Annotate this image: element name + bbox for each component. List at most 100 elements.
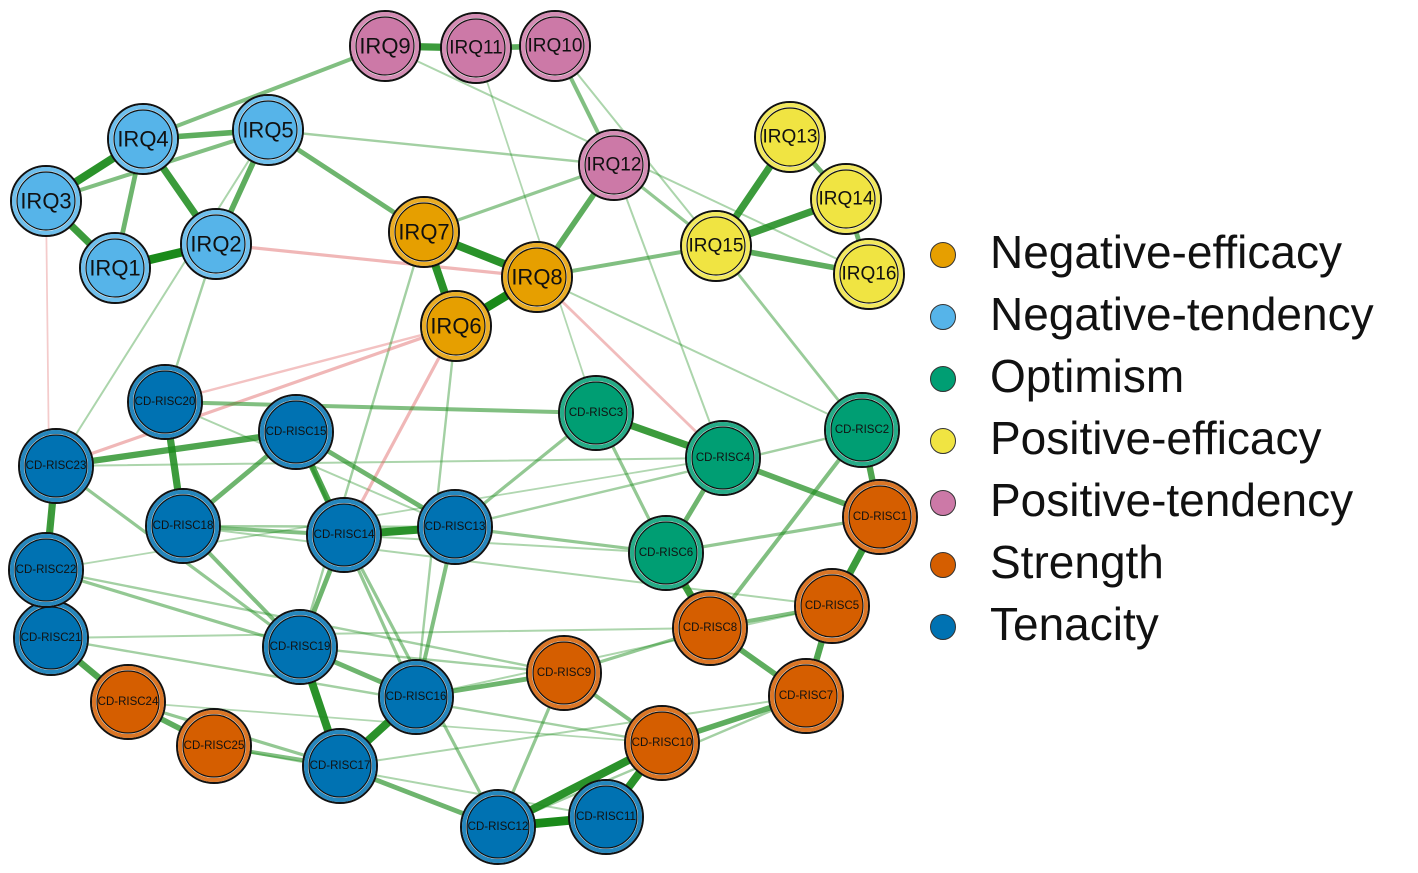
node-pie [674,592,746,664]
node-pie [182,210,250,278]
edge-IRQ6-CDR14 [342,324,458,537]
legend-label: Negative-tendency [990,288,1374,340]
node-cdr13: CD-RISC13 [417,489,493,565]
node-irq6: IRQ6 [420,290,492,362]
node-label: CD-RISC21 [21,632,82,644]
node-pie [687,422,759,494]
node-fill [394,202,454,262]
edge-CDR14-CDR6 [343,534,667,554]
node-fill [308,734,372,798]
node-irq4: IRQ4 [107,103,179,175]
node-fill [634,521,698,585]
node-label: CD-RISC17 [310,760,371,772]
node-irq8: IRQ8 [501,241,573,313]
node-pie [81,234,149,302]
node-fill [525,16,585,76]
node-fill [133,370,197,434]
legend-label: Optimism [990,350,1185,402]
legend-item-negative-efficacy: Negative-efficacy [930,224,1418,286]
node-label: IRQ10 [528,36,583,57]
node-pie [570,781,642,853]
node-cdr14: CD-RISC14 [306,497,382,573]
node-pie [580,131,648,199]
node-fill [630,711,694,775]
node-pie [351,12,419,80]
edge-CDR21-CDR10 [49,636,664,745]
edge-IRQ8-CDR4 [535,275,725,460]
edge-CDR16-CDR5 [415,605,833,698]
node-label: IRQ7 [398,220,449,245]
legend-item-negative-tendency: Negative-tendency [930,286,1418,348]
node-pie [109,105,177,173]
node-label: IRQ8 [511,265,562,290]
node-label: CD-RISC2 [835,424,889,436]
node-pie [264,611,336,683]
node-label: CD-RISC4 [696,452,751,464]
node-cdr25: CD-RISC25 [176,708,252,784]
node-fill [774,664,838,728]
node-label: CD-RISC9 [537,667,591,679]
edge-IRQ2-IRQ8 [214,242,539,279]
node-irq3: IRQ3 [10,165,82,237]
node-label: IRQ13 [763,127,818,148]
edge-CDR20-CDR3 [163,400,598,415]
node-fill [355,16,415,76]
node-label: CD-RISC8 [683,622,737,634]
node-label: CD-RISC19 [270,641,331,653]
node-irq1: IRQ1 [79,232,151,304]
node-irq15: IRQ15 [680,210,752,282]
node-cdr11: CD-RISC11 [568,779,644,855]
node-fill [691,426,755,490]
node-pie [826,394,898,466]
node-fill [113,109,173,169]
edge-CDR19-CDR9 [298,645,566,675]
node-fill [466,795,530,859]
node-label: CD-RISC3 [569,407,623,419]
node-label: CD-RISC20 [135,396,196,408]
node-label: CD-RISC13 [425,521,486,533]
node-pie [796,570,868,642]
node-pie [12,167,80,235]
node-irq12: IRQ12 [578,129,650,201]
node-fill [182,714,246,778]
edge-IRQ12-CDR4 [613,164,724,459]
node-label: CD-RISC10 [632,737,693,749]
node-label: CD-RISC24 [98,696,159,708]
legend-swatch [930,428,956,454]
legend-swatch [930,490,956,516]
node-cdr6: CD-RISC6 [628,515,704,591]
node-pie [234,96,302,164]
node-label: CD-RISC12 [468,821,529,833]
edge-IRQ9-IRQ4 [141,44,387,141]
node-pie [812,165,880,233]
edge-IRQ6-CDR23 [54,324,458,468]
legend-swatch [930,366,956,392]
node-cdr15: CD-RISC15 [258,394,334,470]
edge-CDR21-CDR8 [50,627,711,639]
node-cdr24: CD-RISC24 [90,664,166,740]
legend-item-tenacity: Tenacity [930,596,1418,658]
node-cdr12: CD-RISC12 [460,789,536,865]
node-irq9: IRQ9 [349,10,421,82]
legend-label: Strength [990,536,1164,588]
node-label: IRQ14 [819,189,874,210]
node-pie [560,377,632,449]
node-fill [816,169,876,229]
edge-IRQ5-CDR23 [55,129,269,467]
node-fill [848,485,912,549]
node-fill [85,238,145,298]
node-label: CD-RISC22 [16,564,77,576]
legend: Negative-efficacy Negative-tendency Opti… [930,224,1418,658]
edge-CDR2-CDR8 [708,428,864,630]
node-cdr16: CD-RISC16 [378,659,454,735]
node-pie [835,240,903,308]
node-fill [268,615,332,679]
node-label: IRQ12 [587,155,642,176]
node-fill [507,247,567,307]
legend-label: Positive-efficacy [990,412,1322,464]
node-fill [423,495,487,559]
legend-label: Positive-tendency [990,474,1354,526]
node-pie [147,490,219,562]
node-label: CD-RISC23 [26,460,87,472]
